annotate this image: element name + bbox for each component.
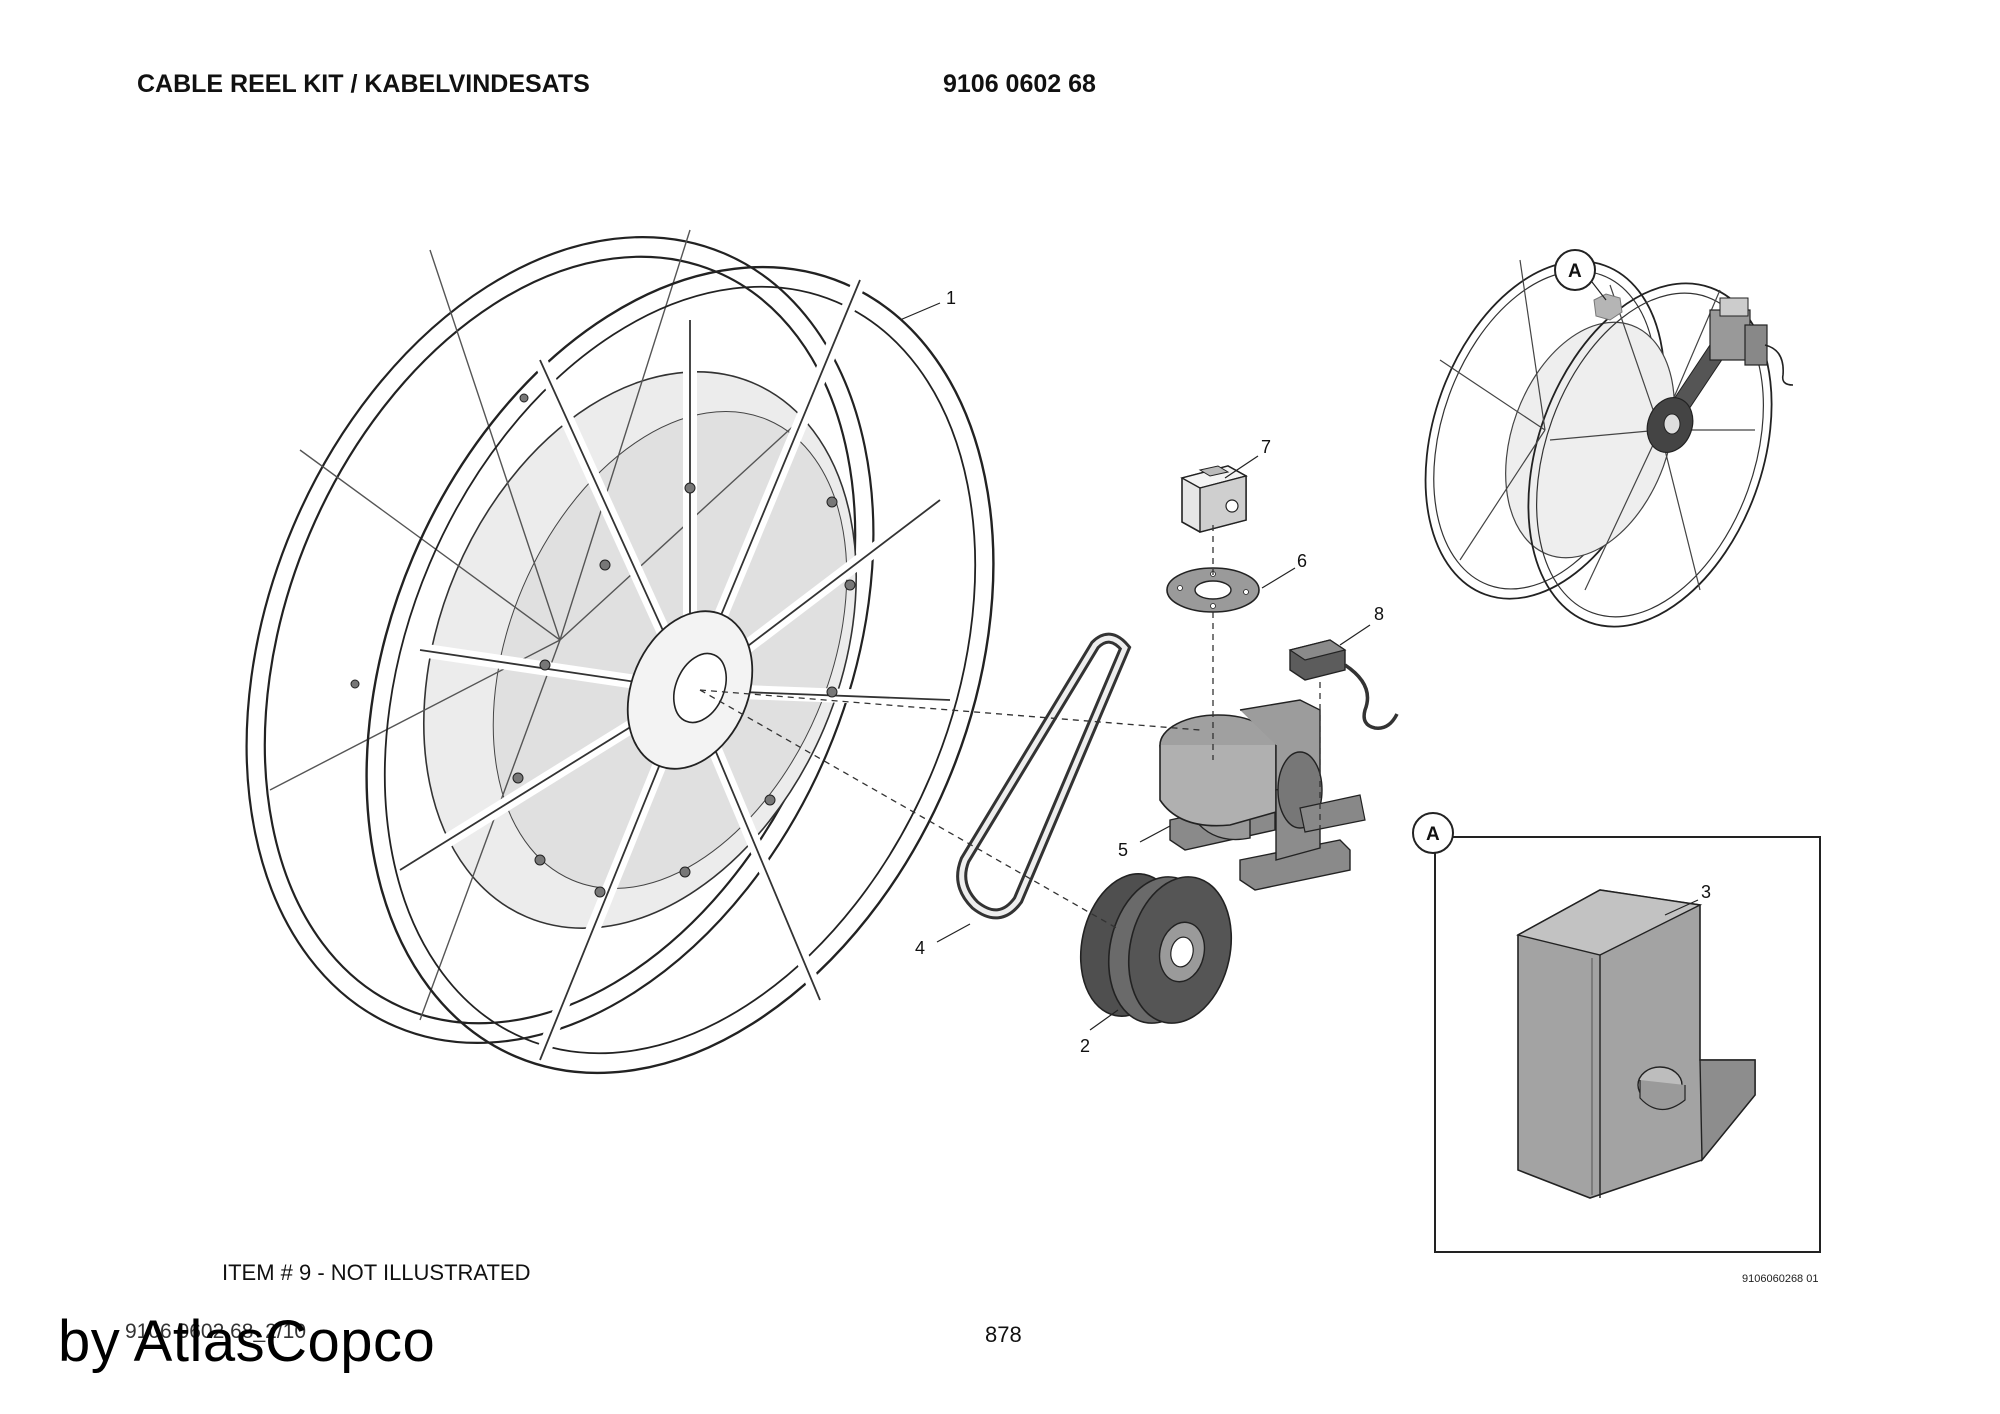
page-title: CABLE REEL KIT / KABELVINDESATS [137, 70, 590, 98]
part-number: 9106 0602 68 [943, 70, 1096, 98]
callout-2: 2 [1080, 1036, 1090, 1056]
pulley-part [1079, 873, 1233, 1024]
limit-switch-part [1180, 465, 1248, 533]
footer-note: ITEM # 9 - NOT ILLUSTRATED [222, 1260, 531, 1285]
callout-detail-a: A [1568, 261, 1582, 282]
assembled-reel-overview [1424, 259, 1794, 628]
cable-reel-drum [245, 229, 995, 1075]
gear-motor-part [1159, 699, 1366, 891]
callout-7: 7 [1261, 437, 1271, 457]
drawing-reference: 9106060268 01 [1742, 1273, 1819, 1285]
drive-belt-part [956, 632, 1132, 920]
page-number: 878 [985, 1322, 1022, 1347]
detail-box-marker-circle [1412, 812, 1454, 854]
callout-leader-lines [899, 302, 1699, 1031]
detail-view-a [1434, 836, 1821, 1253]
mounting-plate-part [1166, 567, 1260, 613]
detail-marker-circle [1554, 249, 1607, 301]
junction-box-part [1288, 639, 1399, 730]
callout-8: 8 [1374, 604, 1384, 624]
document-reference: 9106 0602 68_2/10 [125, 1320, 307, 1343]
watermark-text: by AtlasCopco [58, 1309, 436, 1374]
callout-detail-box-a: A [1426, 824, 1440, 845]
callout-1: 1 [946, 288, 956, 308]
callout-6: 6 [1297, 551, 1307, 571]
callout-4: 4 [915, 938, 925, 958]
assembly-guide-lines [699, 525, 1321, 931]
callout-3: 3 [1701, 882, 1711, 902]
callout-5: 5 [1118, 840, 1128, 860]
